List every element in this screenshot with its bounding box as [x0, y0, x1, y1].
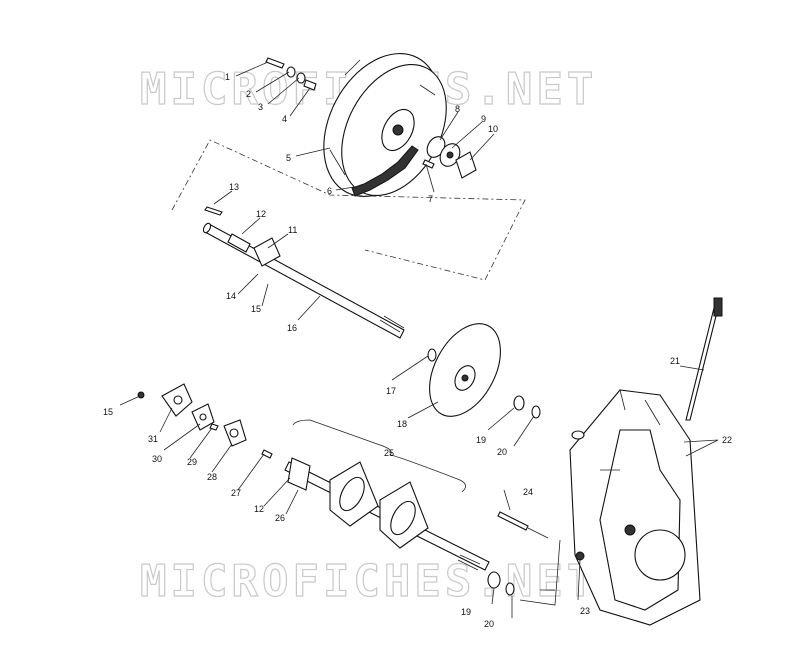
label-20-lower: 20 [484, 619, 494, 629]
label-26: 26 [275, 513, 285, 523]
label-3: 3 [258, 102, 263, 112]
label-1: 1 [225, 72, 230, 82]
label-21: 21 [670, 356, 680, 366]
label-19-upper: 19 [476, 435, 486, 445]
watermark-bottom: MICROFICHES.NET [140, 556, 597, 607]
label-9: 9 [481, 114, 486, 124]
bearing-flanges [137, 383, 273, 459]
label-25: 25 [384, 448, 394, 458]
tensioner-parts [422, 136, 477, 179]
label-27: 27 [231, 488, 241, 498]
label-4: 4 [282, 114, 287, 124]
jackshaft [202, 206, 405, 339]
label-13: 13 [229, 182, 239, 192]
chaincase-housing [569, 389, 701, 626]
label-6: 6 [327, 186, 332, 196]
track-drive-shaft [284, 457, 490, 571]
label-19-lower: 19 [461, 607, 471, 617]
label-12-upper: 12 [256, 209, 266, 219]
label-30: 30 [152, 454, 162, 464]
label-17: 17 [386, 386, 396, 396]
label-18: 18 [397, 419, 407, 429]
label-24: 24 [523, 487, 533, 497]
leader-lines [119, 61, 719, 618]
label-12-lower: 12 [254, 504, 264, 514]
label-11: 11 [288, 225, 297, 235]
label-29: 29 [187, 457, 197, 467]
label-7: 7 [428, 194, 433, 204]
sprocket-bracket-25 [292, 419, 466, 493]
part-labels: 1 2 3 4 5 6 7 8 9 10 11 12 13 14 15 16 1… [103, 72, 732, 629]
drive-chain [351, 145, 419, 197]
label-8: 8 [455, 104, 460, 114]
upper-assembly-outline [171, 139, 526, 281]
drive-pulley [323, 53, 447, 197]
label-5: 5 [286, 153, 291, 163]
label-14: 14 [226, 291, 236, 301]
label-22: 22 [722, 435, 732, 445]
label-2: 2 [246, 89, 251, 99]
bolt-washer-stack [265, 57, 317, 91]
label-20-upper: 20 [497, 447, 507, 457]
label-23: 23 [580, 606, 590, 616]
label-15-lower: 15 [103, 407, 113, 417]
label-16: 16 [287, 323, 297, 333]
bolt-24 [497, 511, 549, 539]
label-15-upper: 15 [251, 304, 261, 314]
label-10: 10 [488, 124, 498, 134]
label-28: 28 [207, 472, 217, 482]
label-31: 31 [148, 434, 158, 444]
brake-disc [427, 323, 541, 419]
